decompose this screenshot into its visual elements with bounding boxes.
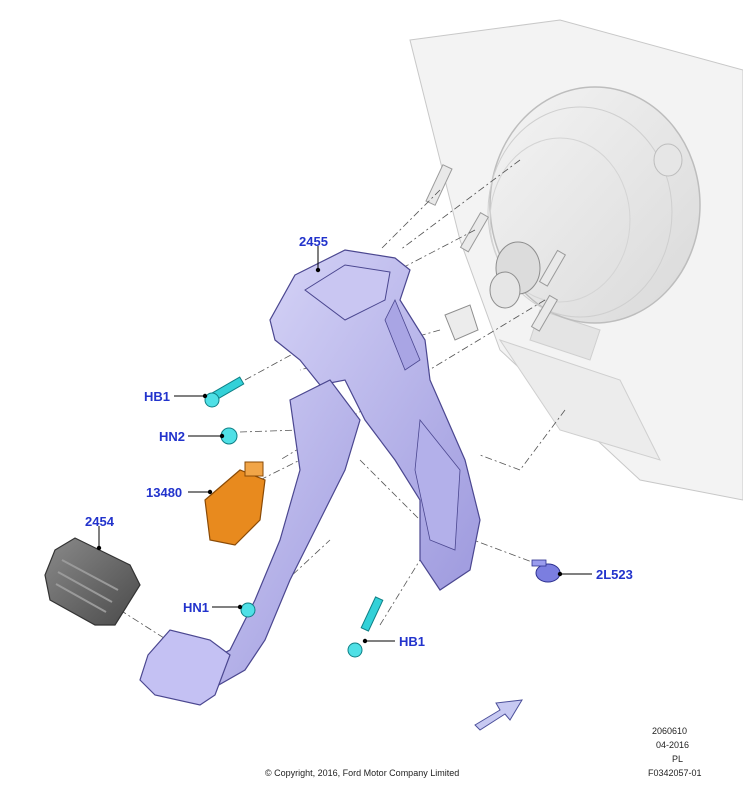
pedal-pad-2454 <box>44 537 141 626</box>
callout-2455: 2455 <box>299 234 328 249</box>
bolt-hb1-upper <box>204 376 245 408</box>
callout-hb1-lower: HB1 <box>399 634 426 649</box>
callout-leaders <box>98 246 592 642</box>
pedal-bracket-2455 <box>269 249 481 591</box>
pedal-foot-plate <box>139 629 231 706</box>
bolt-hb1-lower <box>347 596 384 658</box>
copyright-notice: © Copyright, 2016, Ford Motor Company Li… <box>265 768 460 778</box>
callout-2l523: 2L523 <box>596 567 633 582</box>
nut-hn1 <box>240 602 256 618</box>
drawing-code-line-3: PL <box>672 754 684 764</box>
clip-2l523 <box>531 559 561 583</box>
drawing-code-line-2: 04-2016 <box>656 740 690 750</box>
direction-arrow-icon <box>474 699 523 731</box>
callout-hn2: HN2 <box>159 429 186 444</box>
callout-2454: 2454 <box>85 514 114 529</box>
drawing-code-line-1: 2060610 <box>652 726 688 736</box>
push-rod-clevis <box>444 241 541 341</box>
callout-hb1-upper: HB1 <box>144 389 171 404</box>
callout-hn1: HN1 <box>183 600 210 615</box>
callout-13480: 13480 <box>146 485 183 500</box>
booster-studs <box>425 164 567 332</box>
callout-dots <box>96 267 563 644</box>
brake-booster <box>487 86 701 324</box>
brake-switch-13480 <box>204 461 266 546</box>
drawing-code-line-4: F0342057-01 <box>648 768 702 778</box>
